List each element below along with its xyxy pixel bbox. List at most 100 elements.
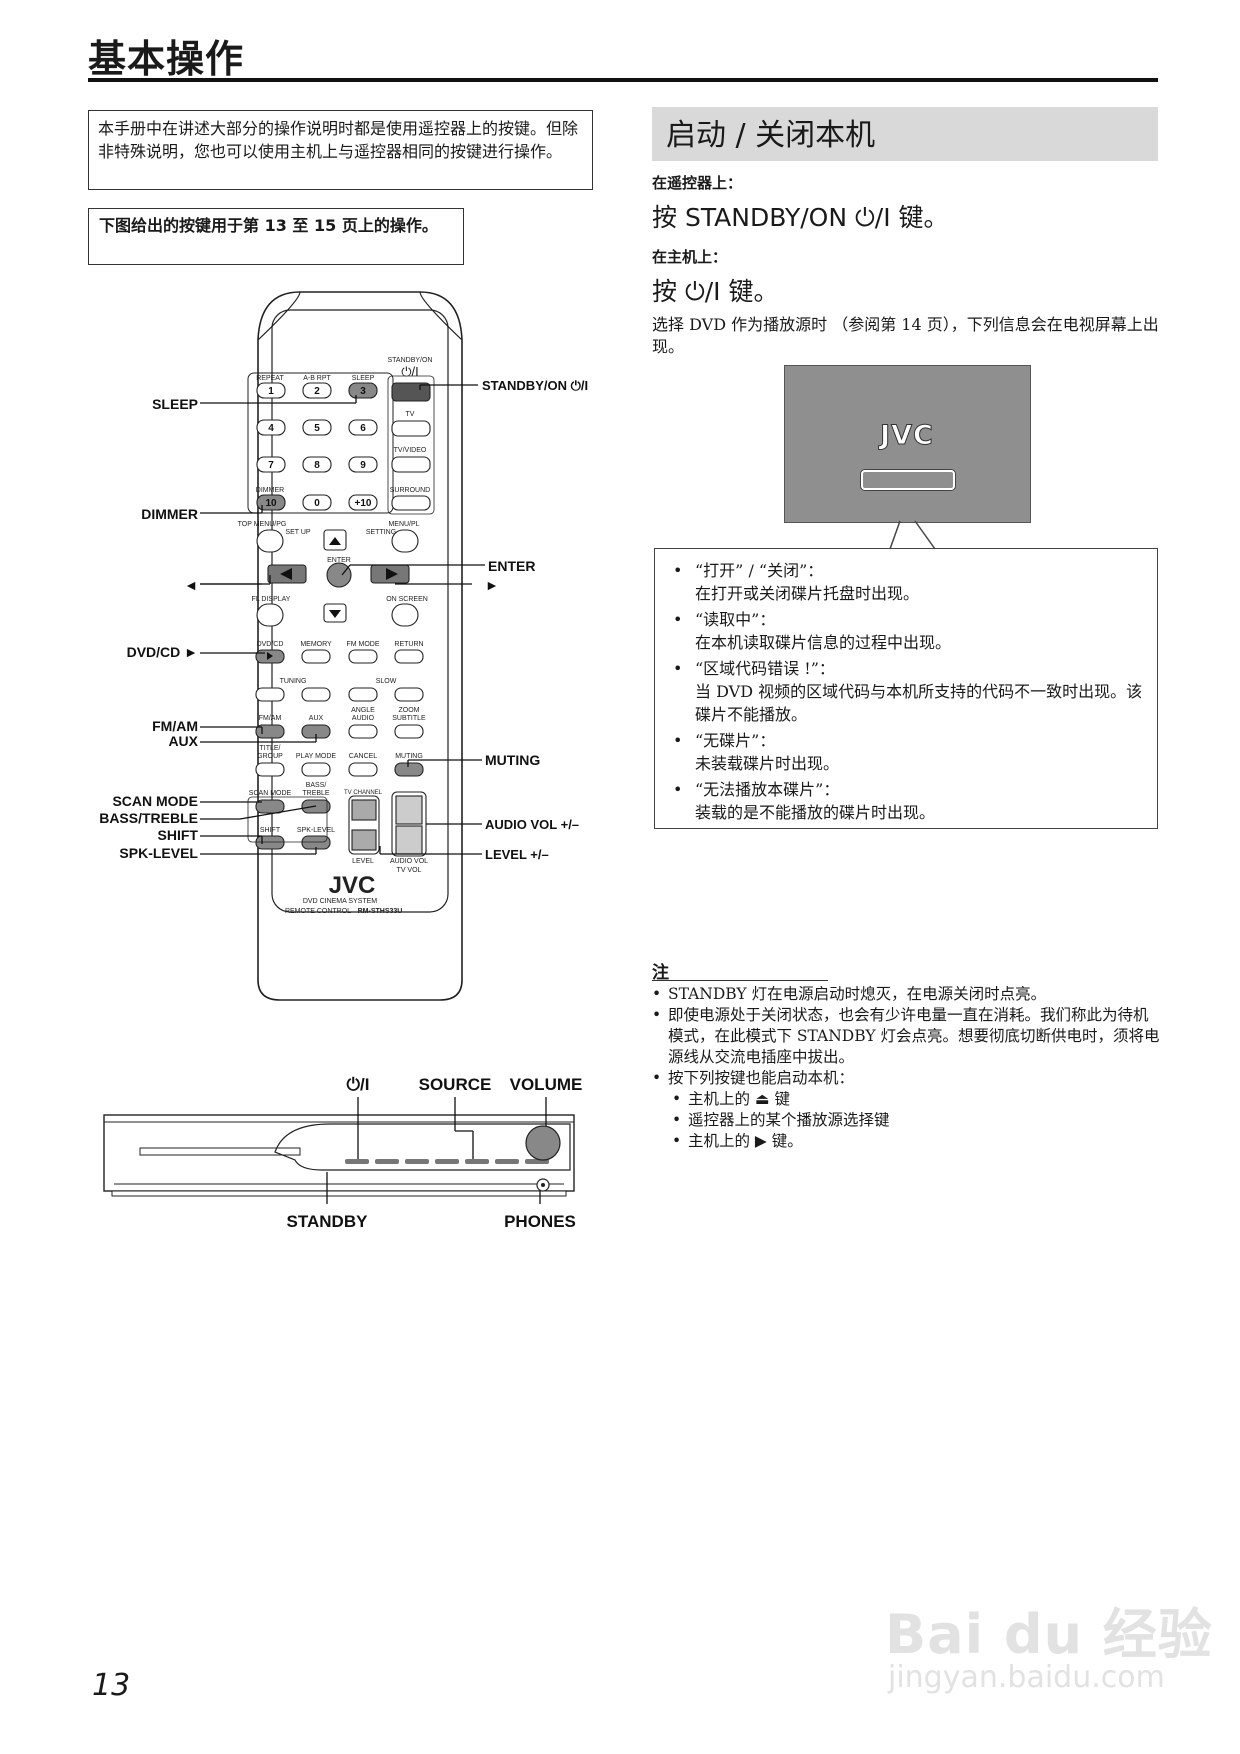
title-rule	[88, 78, 1158, 82]
notes-list: STANDBY 灯在电源启动时熄灭，在电源关闭时点亮。 即使电源处于关闭状态，也…	[652, 984, 1162, 1152]
intro-box: 本手册中在讲述大部分的操作说明时都是使用遥控器上的按键。但除非特殊说明，您也可以…	[88, 110, 593, 190]
rc-fm-mode: FM MODE	[346, 641, 379, 648]
label-dimmer: DIMMER	[141, 506, 198, 522]
tv-screen-illustration: JVC	[784, 365, 1031, 523]
rc-fmam-small: FM/AM	[259, 715, 282, 722]
label-spk-level: SPK-LEVEL	[119, 845, 198, 861]
rc-key-0: 0	[314, 498, 320, 509]
message-item: “无碟片”：未装载碟片时出现。	[669, 729, 1149, 775]
label-fmam: FM/AM	[152, 718, 198, 734]
rc-cancel: CANCEL	[349, 753, 378, 760]
rc-tv-video: TV/VIDEO	[394, 447, 427, 454]
rc-level: LEVEL	[352, 858, 374, 865]
unit-label-phones: PHONES	[504, 1212, 576, 1231]
unit-label-source: SOURCE	[419, 1075, 492, 1094]
remote-subheading: 在遥控器上：	[652, 174, 743, 192]
dvd-paragraph: 选择 DVD 作为播放源时 （参阅第 14 页），下列信息会在电视屏幕上出现。	[652, 315, 1159, 356]
label-level: LEVEL +/–	[485, 847, 549, 862]
rc-fl-display: FL DISPLAY	[252, 596, 291, 603]
rc-slow: SLOW	[376, 678, 397, 685]
rc-tv-channel: TV CHANNEL	[344, 790, 383, 796]
rc-key-4: 4	[268, 423, 274, 434]
label-aux: AUX	[168, 733, 198, 749]
rc-menu-pl: MENU/PL	[388, 521, 419, 528]
section-title: 启动 / 关闭本机	[652, 107, 1158, 161]
rc-key-3: 3	[360, 386, 366, 397]
rc-standby-on-small: STANDBY/ON	[388, 357, 433, 364]
main-subheading: 在主机上：	[652, 248, 728, 266]
rc-on-screen: ON SCREEN	[386, 596, 428, 603]
main-instruction: 按 ⏻/I 键。	[652, 277, 779, 306]
rc-spk-level-small: SPK-LEVEL	[297, 827, 335, 834]
label-standby-on: STANDBY/ON ⏻/I	[482, 378, 588, 393]
note-rule	[652, 980, 828, 981]
watermark-url: jingyan.baidu.com	[888, 1660, 1165, 1695]
label-audio-vol: AUDIO VOL +/–	[485, 817, 579, 832]
rc-shift-small: SHIFT	[260, 827, 281, 834]
rc-key-2: 2	[314, 386, 320, 397]
sub-note-item: 遥控器上的某个播放源选择键	[652, 1110, 1162, 1131]
rc-muting-small: MUTING	[395, 753, 423, 760]
rc-system: DVD CINEMA SYSTEM	[303, 898, 377, 905]
messages-list: “打开” / “关闭”： 在打开或关闭碟片托盘时出现。 “读取中”：在本机读取碟片…	[669, 559, 1149, 827]
message-item: “无法播放本碟片”：装载的是不能播放的碟片时出现。	[669, 778, 1149, 824]
rc-zoom: ZOOM	[399, 707, 420, 714]
message-desc: 在打开或关闭碟片托盘时出现。	[695, 584, 920, 603]
rc-enter-small: ENTER	[327, 557, 351, 564]
rc-setting: SETTING	[366, 529, 396, 536]
rc-bass: BASS/	[306, 782, 327, 789]
message-item: “区域代码错误 !”： 当 DVD 视频的区域代码与本机所支持的代码不一致时出现。…	[669, 657, 1149, 726]
tv-jvc-logo: JVC	[880, 420, 934, 452]
rc-tv: TV	[406, 411, 415, 418]
label-dvdcd: DVD/CD ►	[127, 644, 198, 660]
label-sleep: SLEEP	[152, 396, 198, 412]
rc-surround: SURROUND	[390, 487, 430, 494]
rc-subtitle: SUBTITLE	[392, 715, 426, 722]
unit-label-standby: STANDBY	[287, 1212, 369, 1231]
message-title: “读取中”：	[695, 610, 776, 629]
unit-label-volume: VOLUME	[510, 1075, 583, 1094]
rc-tuning: TUNING	[280, 678, 307, 685]
rc-key-plus10: +10	[355, 498, 372, 509]
label-muting: MUTING	[485, 752, 540, 768]
tv-callout-pointer	[889, 520, 936, 550]
rc-dvdcd-small: DVD/CD	[257, 641, 284, 648]
label-right-arrow: ►	[485, 577, 499, 593]
message-desc: 未装载碟片时出现。	[695, 754, 840, 773]
rc-dimmer-small: DIMMER	[256, 487, 284, 494]
rc-group: GROUP	[257, 753, 283, 760]
note-item: 即使电源处于关闭状态，也会有少许电量一直在消耗。我们称此为待机模式，在此模式下 …	[652, 1005, 1162, 1068]
rc-key-10: 10	[265, 498, 277, 509]
rc-key-8: 8	[314, 460, 320, 471]
sub-note-item: 主机上的 ▶ 键。	[652, 1131, 1162, 1152]
main-unit-diagram: ⏻/I SOURCE VOLUME STANDBY PHONES	[103, 1075, 583, 1231]
rc-play-mode: PLAY MODE	[296, 753, 337, 760]
message-title: “打开” / “关闭”：	[695, 561, 824, 580]
watermark-logo: Bai du 经验	[885, 1603, 1213, 1666]
message-item: “读取中”：在本机读取碟片信息的过程中出现。	[669, 608, 1149, 654]
note-item: 按下列按键也能启动本机：	[652, 1068, 1162, 1089]
message-title: “区域代码错误 !”：	[695, 659, 835, 678]
rc-brand: JVC	[329, 872, 376, 899]
rc-key-6: 6	[360, 423, 366, 434]
rc-key-1: 1	[268, 386, 274, 397]
note-item: STANDBY 灯在电源启动时熄灭，在电源关闭时点亮。	[652, 984, 1162, 1005]
page-title: 基本操作	[88, 37, 245, 81]
rc-key-5: 5	[314, 423, 320, 434]
label-scan-mode: SCAN MODE	[112, 793, 198, 809]
rc-power-sym: ⏻/I	[401, 364, 419, 379]
rc-return: RETURN	[394, 641, 423, 648]
note-title: 注	[652, 963, 669, 983]
rc-set-up: SET UP	[285, 529, 310, 536]
rc-treble: TREBLE	[302, 790, 330, 797]
sub-note-item: 主机上的 ⏏ 键	[652, 1089, 1162, 1110]
message-item: “打开” / “关闭”： 在打开或关闭碟片托盘时出现。	[669, 559, 1149, 605]
label-bass-treble: BASS/TREBLE	[99, 810, 198, 826]
rc-sleep-small: SLEEP	[352, 375, 375, 382]
rc-ab-rpt: A-B RPT	[303, 375, 331, 382]
message-desc: 装载的是不能播放的碟片时出现。	[695, 803, 936, 822]
rc-key-9: 9	[360, 460, 366, 471]
rc-angle: ANGLE	[351, 707, 375, 714]
message-desc: 当 DVD 视频的区域代码与本机所支持的代码不一致时出现。该碟片不能播放。	[695, 682, 1143, 724]
label-enter: ENTER	[488, 558, 535, 574]
